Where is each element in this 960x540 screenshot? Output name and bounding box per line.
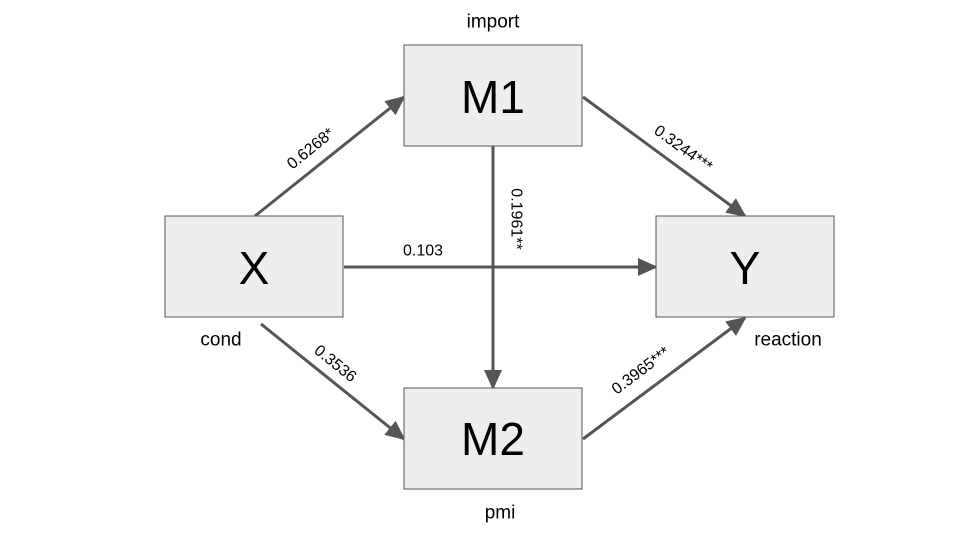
coef-m1-to-m2: 0.1961**: [508, 188, 525, 249]
coef-x-to-m2: 0.3536: [311, 342, 360, 386]
coef-x-to-y: 0.103: [403, 243, 443, 260]
node-x: X: [164, 215, 344, 318]
variable-label-y: reaction: [754, 330, 822, 351]
coef-x-to-m1: 0.6268*: [284, 125, 338, 173]
node-m1-label: M1: [461, 71, 525, 123]
node-x-box: [164, 215, 344, 318]
node-x-label: X: [239, 242, 270, 294]
edge-m1-to-y: [582, 95, 747, 218]
node-m2-label: M2: [461, 413, 525, 465]
coef-m2-to-y: 0.3965***: [609, 344, 673, 398]
edge-m2-to-y: [582, 316, 747, 441]
node-y-label: Y: [730, 242, 761, 294]
node-y: Y: [655, 215, 835, 318]
variable-label-x: cond: [200, 330, 241, 351]
variable-label-m2: pmi: [485, 503, 516, 524]
node-m1: M1: [403, 44, 583, 147]
node-y-box: [655, 215, 835, 318]
coef-m1-to-y: 0.3244***: [651, 122, 716, 176]
node-m2: M2: [403, 387, 583, 490]
edge-x-to-m2: [260, 322, 406, 441]
node-m1-box: [403, 44, 583, 147]
edge-x-to-m1: [254, 95, 406, 218]
node-m2-box: [403, 387, 583, 490]
variable-label-m1: import: [467, 12, 521, 33]
